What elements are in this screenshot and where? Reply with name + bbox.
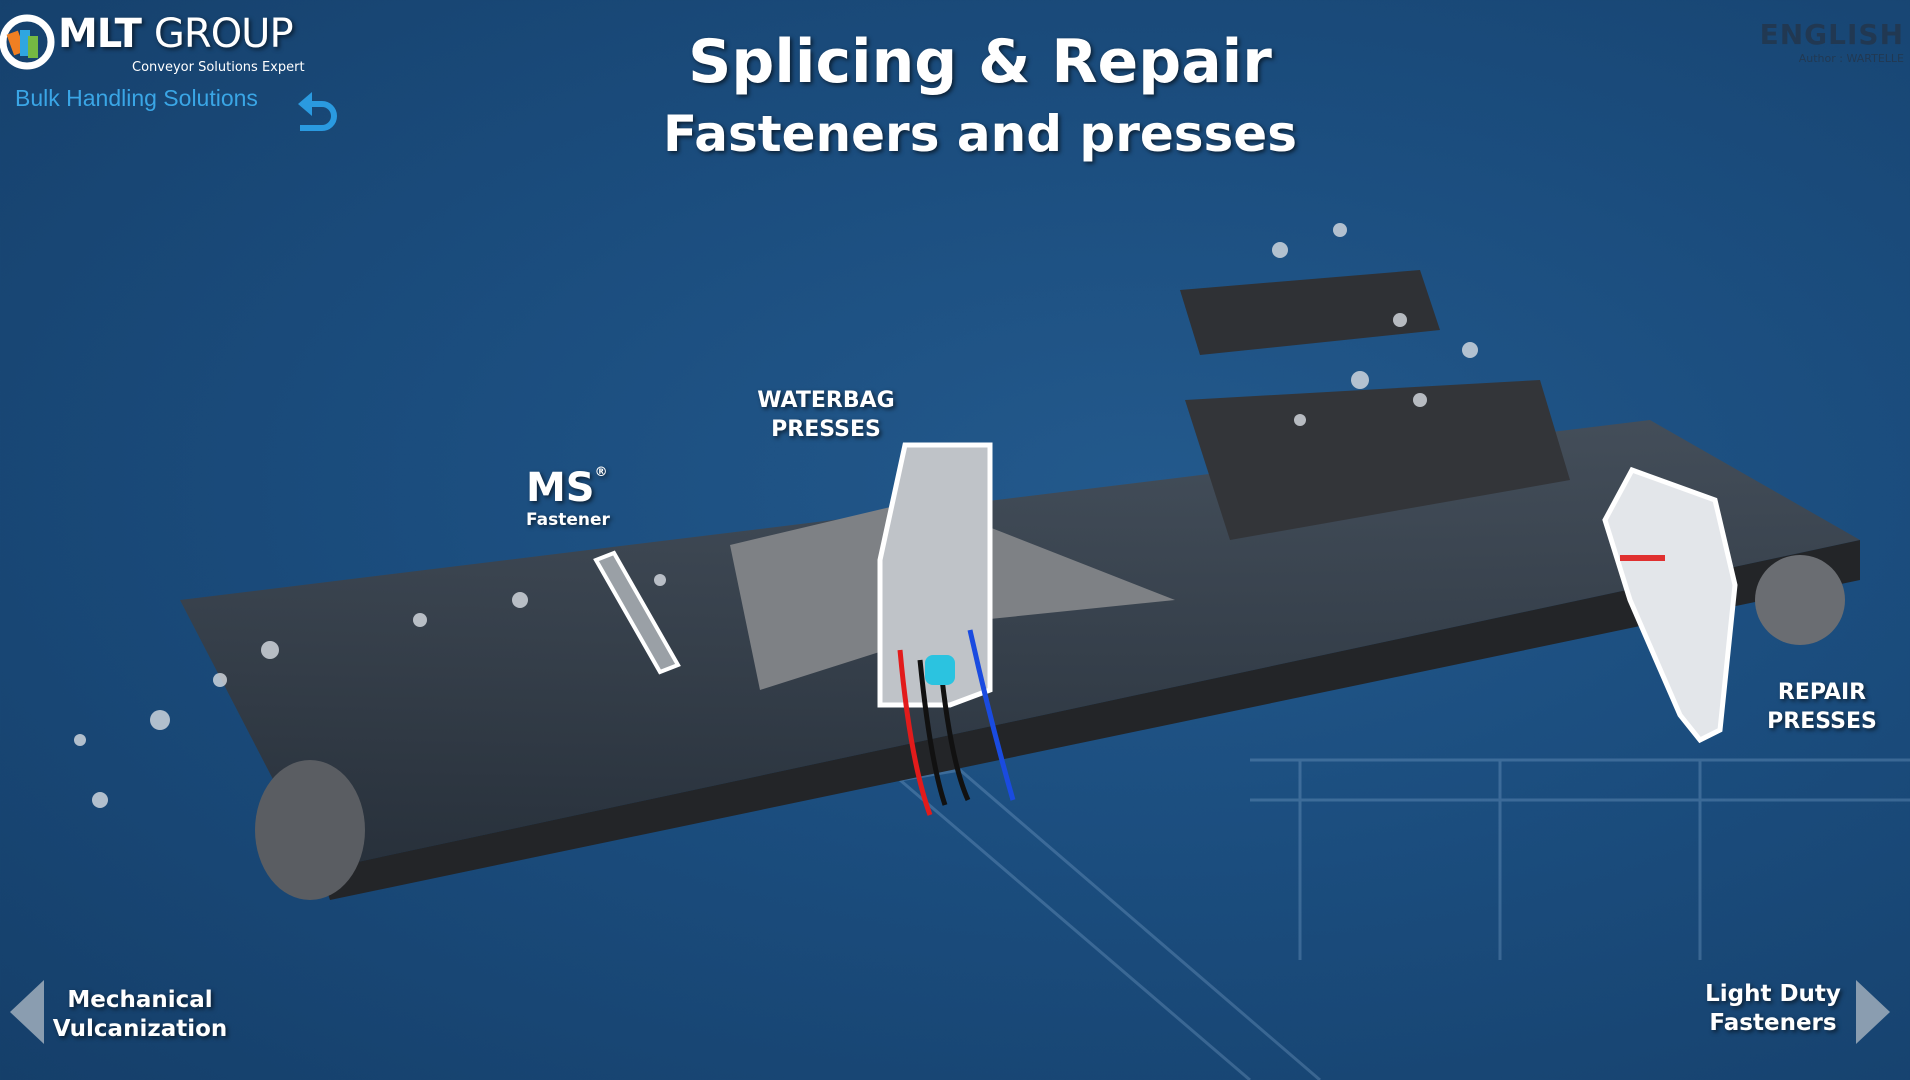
ms-subtitle: Fastener xyxy=(526,510,610,530)
ms-title: MS xyxy=(526,465,595,511)
next-label-2: Fasteners xyxy=(1709,1010,1837,1036)
back-arrow-icon[interactable] xyxy=(292,88,342,134)
logo-tagline: Conveyor Solutions Expert xyxy=(132,60,305,75)
page-subtitle: Fasteners and presses xyxy=(663,105,1297,163)
hotspot-ms-fastener[interactable]: MS® Fastener xyxy=(526,466,610,530)
author-label: Author : WARTELLE xyxy=(1798,52,1904,65)
logo-brand: MLT GROUP xyxy=(58,11,294,57)
repair-label-1: REPAIR xyxy=(1777,680,1867,705)
page-title: Splicing & Repair xyxy=(688,27,1272,97)
next-arrow-icon[interactable] xyxy=(1856,980,1890,1044)
nav-next-light-duty-fasteners[interactable]: Light Duty Fasteners xyxy=(1690,980,1856,1038)
hotspot-waterbag-presses[interactable]: WATERBAG PRESSES xyxy=(746,386,906,444)
hotspot-repair-presses[interactable]: REPAIR PRESSES xyxy=(1752,678,1892,736)
repair-label-2: PRESSES xyxy=(1767,709,1877,734)
language-label: ENGLISH xyxy=(1759,18,1904,51)
breadcrumb-bulk-handling[interactable]: Bulk Handling Solutions xyxy=(15,85,258,111)
prev-label-2: Vulcanization xyxy=(52,1016,228,1042)
mlt-logo xyxy=(0,14,55,70)
language-selector[interactable]: ENGLISH Author : WARTELLE xyxy=(1760,18,1904,66)
logo-brand-bold: MLT xyxy=(58,11,142,57)
nav-prev-mechanical-vulcanization[interactable]: Mechanical Vulcanization xyxy=(50,986,230,1044)
next-label-1: Light Duty xyxy=(1705,981,1841,1007)
prev-label-1: Mechanical xyxy=(67,987,213,1013)
waterbag-label-1: WATERBAG xyxy=(757,388,895,413)
logo-brand-light: GROUP xyxy=(153,11,294,57)
prev-arrow-icon[interactable] xyxy=(10,980,44,1044)
waterbag-label-2: PRESSES xyxy=(771,417,881,442)
ms-registered: ® xyxy=(594,465,608,480)
